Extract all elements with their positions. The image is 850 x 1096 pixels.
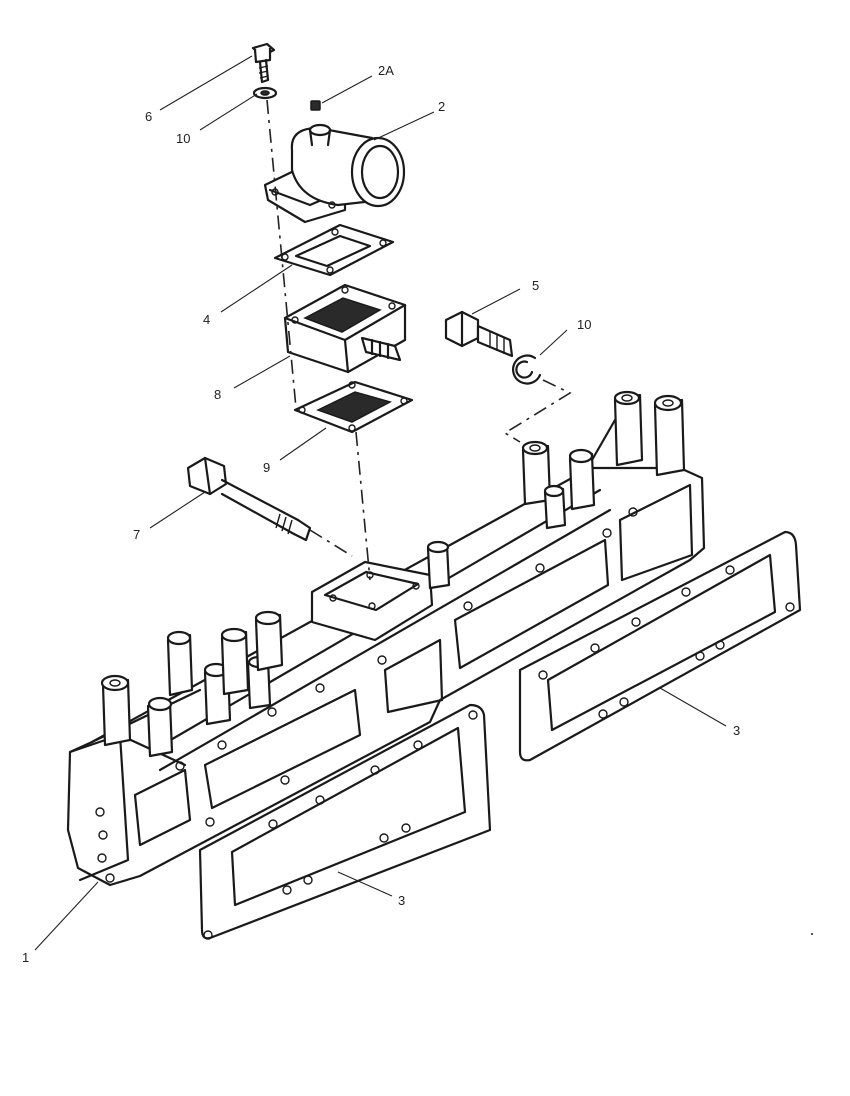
washer-10-top (252, 86, 278, 100)
bolt-5 (444, 310, 514, 358)
callout-7: 7 (133, 527, 140, 542)
callout-5: 5 (532, 278, 539, 293)
gasket-right (518, 530, 802, 762)
callout-10-right: 10 (577, 317, 591, 332)
gasket-left (198, 703, 492, 940)
inlet-elbow (263, 123, 406, 224)
lockwasher-10 (512, 354, 542, 385)
intake-manifold (66, 390, 706, 887)
bolt-7 (186, 456, 312, 542)
bolt-6 (251, 42, 276, 84)
stray-dot (811, 933, 813, 935)
leader-lines (34, 55, 727, 951)
plug-2a (310, 100, 321, 111)
callout-2a: 2A (378, 63, 394, 78)
callout-1: 1 (22, 950, 29, 965)
callout-9: 9 (263, 460, 270, 475)
callout-2: 2 (438, 99, 445, 114)
spacer-block-8 (283, 283, 407, 374)
gasket-9 (293, 380, 414, 434)
callout-3-left: 3 (398, 893, 405, 908)
callout-10-top: 10 (176, 131, 190, 146)
callout-4: 4 (203, 312, 210, 327)
callout-6: 6 (145, 109, 152, 124)
gasket-4 (273, 223, 395, 277)
callout-8: 8 (214, 387, 221, 402)
callout-labels: 6 10 2A 2 4 5 10 8 9 7 1 3 3 (22, 63, 740, 965)
assembly-centerlines (266, 99, 572, 581)
callout-3-right: 3 (733, 723, 740, 738)
